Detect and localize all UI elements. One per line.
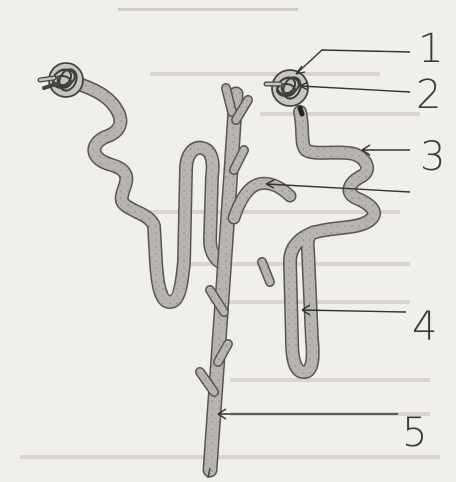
pointer-line-2 [300, 86, 410, 92]
label-2: 2 [416, 72, 441, 118]
label-5: 5 [402, 410, 427, 456]
label-4: 4 [412, 304, 437, 350]
left-tubule-outline [72, 82, 220, 302]
number-labels: 1 2 3 4 5 [402, 26, 445, 456]
label-1: 1 [418, 26, 443, 72]
label-3: 3 [420, 134, 445, 180]
pointer-line-1 [296, 50, 410, 74]
left-nephron [40, 63, 220, 302]
